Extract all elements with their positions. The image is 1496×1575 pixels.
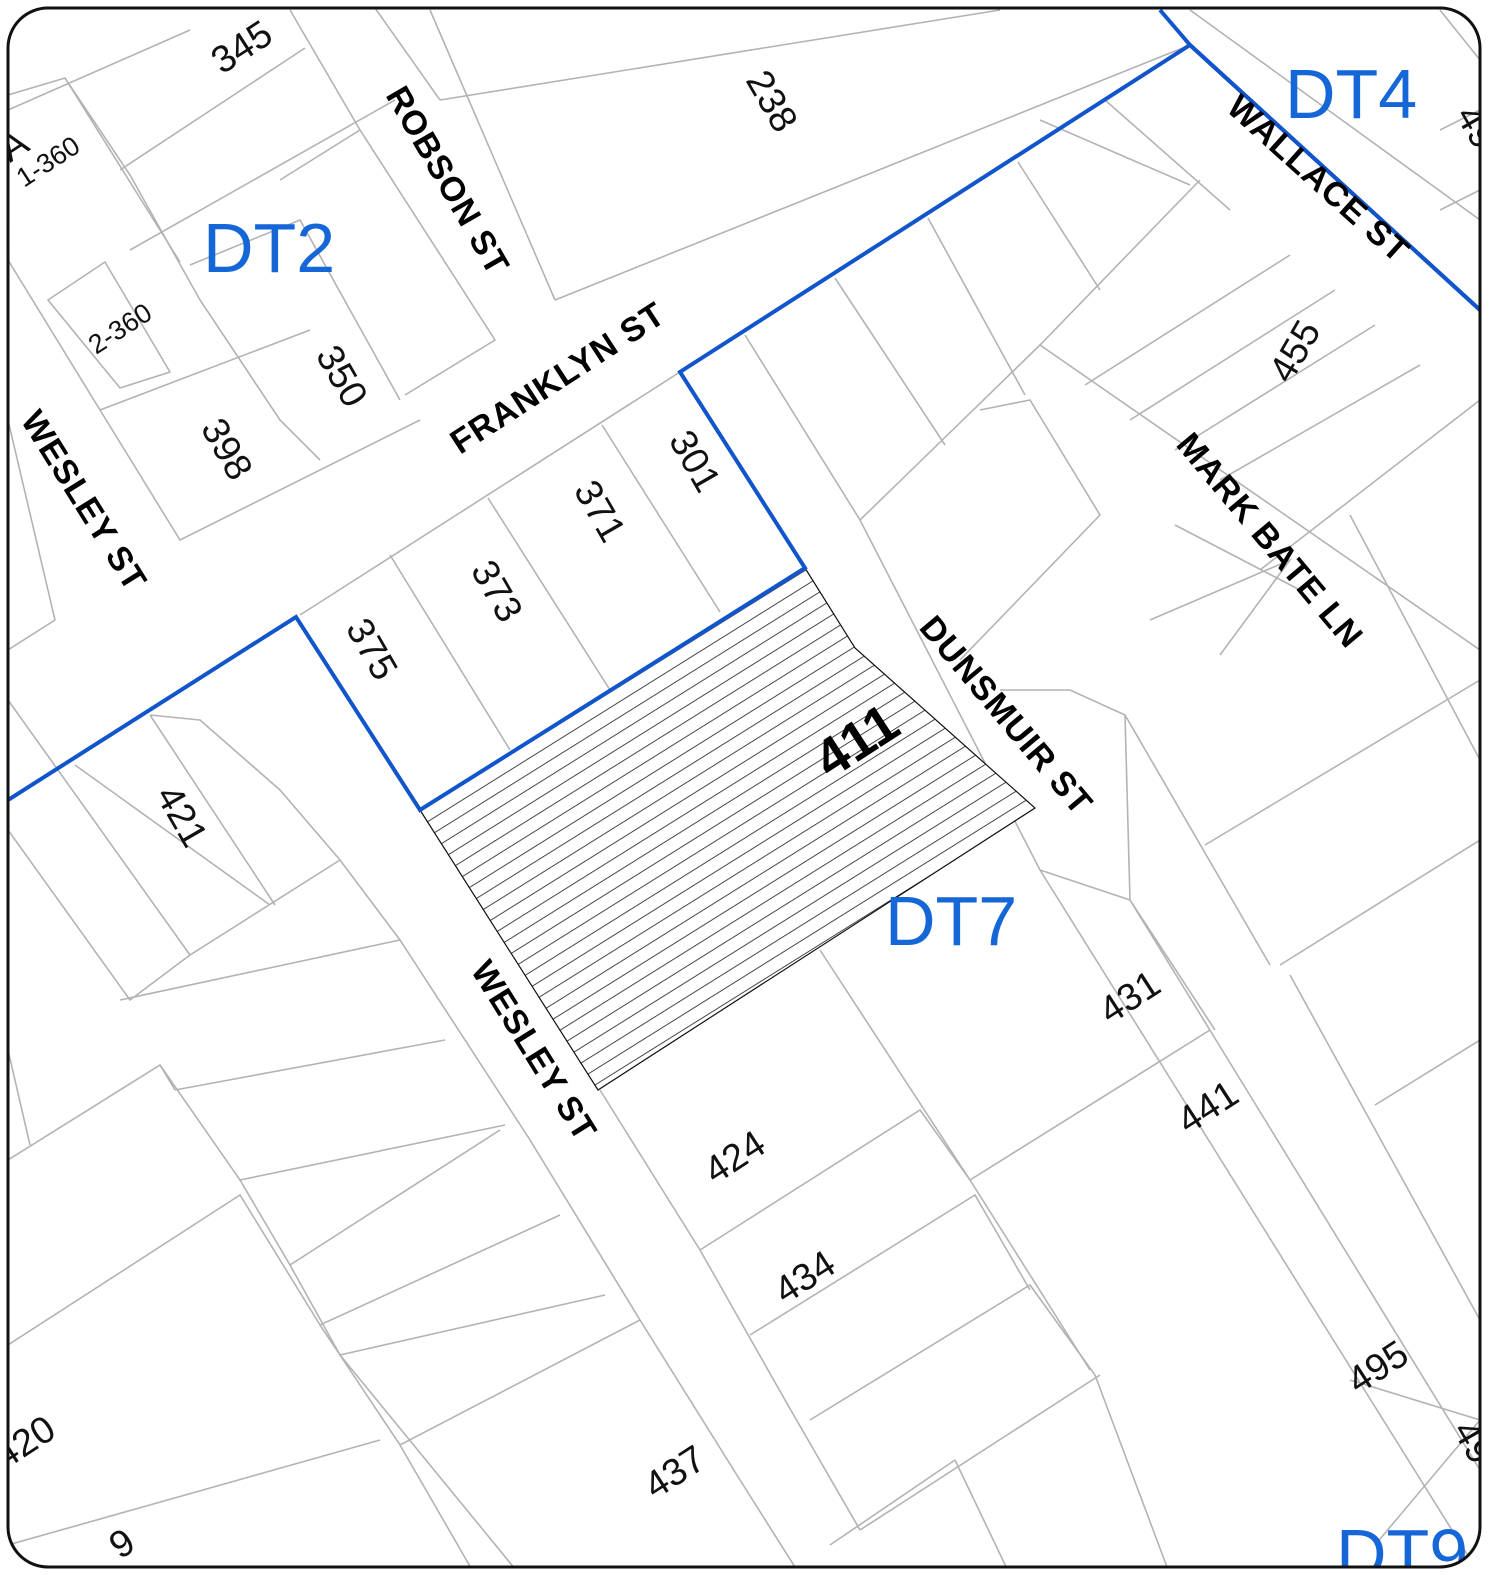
- zone-label-dt2: DT2: [203, 209, 335, 287]
- zone-label-dt4: DT4: [1285, 55, 1417, 133]
- zoning-boundaries: [8, 8, 1480, 813]
- zone-label-dt9: DT9: [1336, 1515, 1468, 1575]
- zone-label-dt7: DT7: [885, 882, 1017, 960]
- zone-labels: DT2 DT4 DT7 DT9: [203, 55, 1468, 1575]
- parcel-lines: [8, 8, 1480, 1567]
- map-border: [6, 6, 1482, 1569]
